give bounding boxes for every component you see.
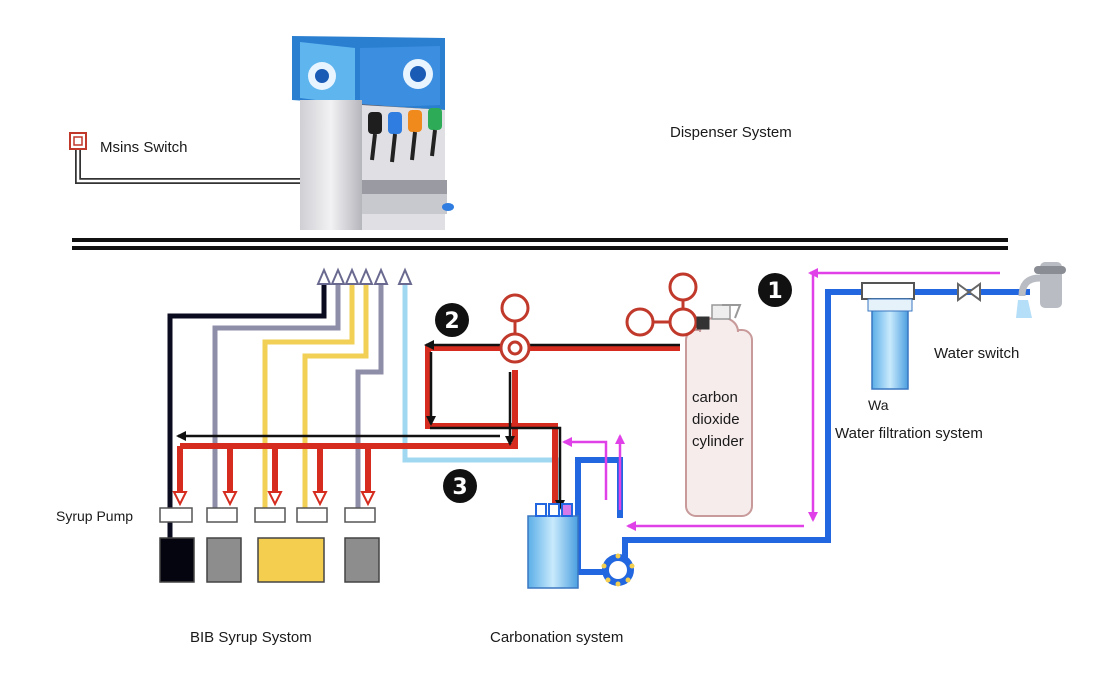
bib-syrup-system-label: BIB Syrup Systom xyxy=(190,629,312,646)
water-switch-valve[interactable] xyxy=(957,282,981,302)
dispenser-system-label: Dispenser System xyxy=(670,124,792,141)
water-pump xyxy=(601,553,635,587)
syrup-box-grey-2 xyxy=(344,537,380,583)
co2-line-outlets xyxy=(172,491,376,507)
dispenser-machine xyxy=(292,36,454,230)
syrup-box-black xyxy=(159,537,195,583)
mains-switch-label: Msins Switch xyxy=(100,139,188,156)
water-filtration-label: Water filtration system xyxy=(835,425,983,442)
marker-2: 2 xyxy=(435,303,469,337)
mains-switch[interactable] xyxy=(69,132,87,150)
syrup-box-grey-1 xyxy=(206,537,242,583)
co2-cylinder-label-2: dioxide xyxy=(692,411,740,428)
carbonation-system-label: Carbonation system xyxy=(490,629,623,646)
water-filter xyxy=(861,282,915,390)
svg-text:1: 1 xyxy=(767,279,782,304)
svg-text:2: 2 xyxy=(444,309,459,334)
water-switch-label: Water switch xyxy=(934,345,1019,362)
co2-cylinder-label-3: cylinder xyxy=(692,433,744,450)
marker-3: 3 xyxy=(443,469,477,503)
marker-1: 1 xyxy=(758,273,792,307)
bib-syrup-boxes xyxy=(159,537,380,583)
water-flow-arrows xyxy=(562,268,1000,531)
syrup-pumps xyxy=(159,507,376,523)
co2-primary-regulator xyxy=(625,272,710,337)
water-faucet-icon xyxy=(1016,262,1066,318)
syrup-pump-label: Syrup Pump xyxy=(56,508,133,524)
carbonator-tank xyxy=(527,503,579,589)
secondary-pressure-regulator xyxy=(499,293,531,364)
co2-flow-arrows xyxy=(176,340,680,510)
co2-cylinder xyxy=(685,304,753,517)
co2-cylinder-label-1: carbon xyxy=(692,389,738,406)
syrup-box-yellow xyxy=(257,537,325,583)
syrup-line-outlets xyxy=(316,267,413,285)
svg-text:3: 3 xyxy=(452,475,467,500)
water-filter-tag: Wa xyxy=(868,397,889,413)
